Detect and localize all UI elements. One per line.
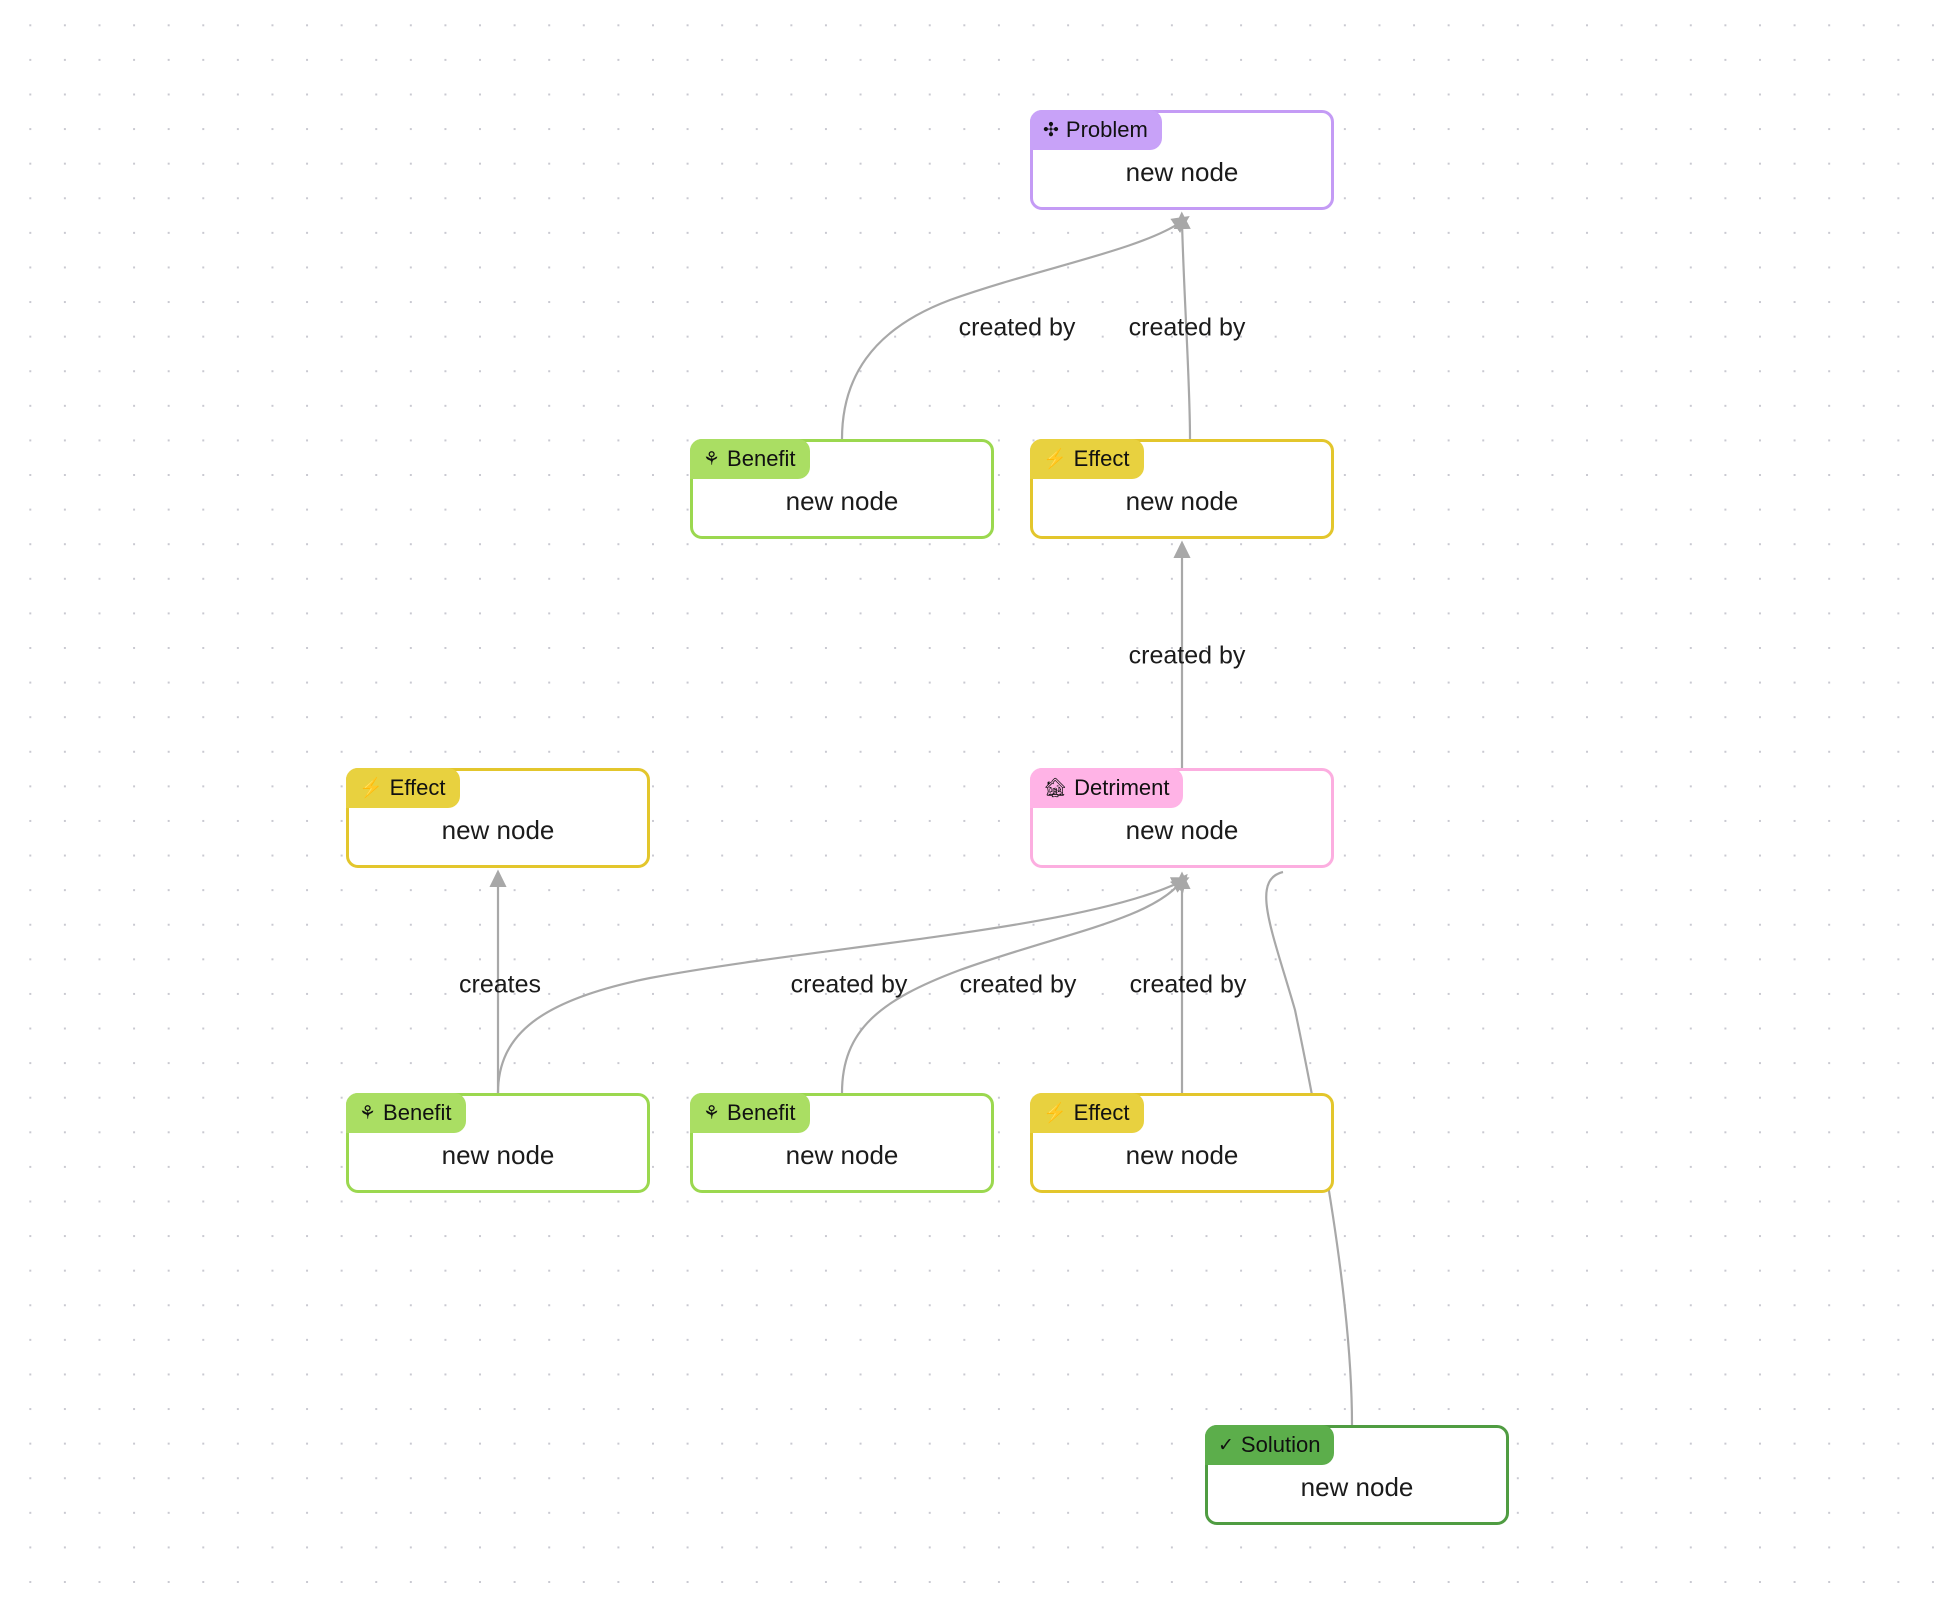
node-benefit-lower-mid[interactable]: ⚘ Benefit new node xyxy=(690,1093,994,1193)
node-title: new node xyxy=(441,1140,555,1170)
node-type-badge: ✓ Solution xyxy=(1205,1425,1335,1465)
node-type-badge: 🏚 Detriment xyxy=(1030,768,1184,808)
node-effect-left[interactable]: ⚡ Effect new node xyxy=(346,768,650,868)
node-title: new node xyxy=(1125,1140,1239,1170)
edge-label-created-by-3[interactable]: created by xyxy=(1128,641,1246,670)
node-type-badge: ✣ Problem xyxy=(1030,110,1162,150)
node-type-label: Detriment xyxy=(1074,775,1170,800)
edge-label-created-by-4[interactable]: created by xyxy=(790,970,908,999)
edge-label-created-by-6[interactable]: created by xyxy=(1129,970,1247,999)
node-type-label: Effect xyxy=(1073,446,1130,471)
node-title: new node xyxy=(785,486,899,516)
node-type-label: Solution xyxy=(1240,1432,1321,1457)
edge-label-creates[interactable]: creates xyxy=(459,970,541,999)
flower-icon: ⚘ xyxy=(703,448,721,470)
check-icon: ✓ xyxy=(1218,1434,1234,1456)
edge-label-created-by-1[interactable]: created by xyxy=(958,313,1076,342)
node-type-badge: ⚘ Benefit xyxy=(690,439,810,479)
edge-label-created-by-5[interactable]: created by xyxy=(959,970,1077,999)
lightning-bolt-icon: ⚡ xyxy=(359,777,383,799)
flooded-house-icon: 🏚 xyxy=(1043,777,1068,799)
lightning-bolt-icon: ⚡ xyxy=(1043,448,1067,470)
node-title: new node xyxy=(785,1140,899,1170)
node-benefit-lower-left[interactable]: ⚘ Benefit new node xyxy=(346,1093,650,1193)
puzzle-piece-icon: ✣ xyxy=(1043,119,1059,141)
node-effect-upper[interactable]: ⚡ Effect new node xyxy=(1030,439,1334,539)
node-type-label: Effect xyxy=(1073,1100,1130,1125)
flower-icon: ⚘ xyxy=(703,1102,721,1124)
node-type-label: Benefit xyxy=(383,1100,452,1125)
node-type-label: Benefit xyxy=(727,1100,796,1125)
node-title: new node xyxy=(1125,157,1239,187)
node-effect-lower[interactable]: ⚡ Effect new node xyxy=(1030,1093,1334,1193)
edge-label-created-by-2[interactable]: created by xyxy=(1128,313,1246,342)
node-detriment[interactable]: 🏚 Detriment new node xyxy=(1030,768,1334,868)
flower-icon: ⚘ xyxy=(359,1102,377,1124)
node-title: new node xyxy=(1300,1472,1414,1502)
node-solution[interactable]: ✓ Solution new node xyxy=(1205,1425,1509,1525)
node-type-badge: ⚡ Effect xyxy=(1030,439,1144,479)
node-type-badge: ⚘ Benefit xyxy=(690,1093,810,1133)
node-title: new node xyxy=(1125,815,1239,845)
node-title: new node xyxy=(1125,486,1239,516)
node-type-label: Problem xyxy=(1065,117,1148,142)
node-benefit-upper[interactable]: ⚘ Benefit new node xyxy=(690,439,994,539)
node-title: new node xyxy=(441,815,555,845)
node-type-badge: ⚡ Effect xyxy=(1030,1093,1144,1133)
node-type-label: Benefit xyxy=(727,446,796,471)
node-type-label: Effect xyxy=(389,775,446,800)
node-type-badge: ⚡ Effect xyxy=(346,768,460,808)
lightning-bolt-icon: ⚡ xyxy=(1043,1102,1067,1124)
node-problem[interactable]: ✣ Problem new node xyxy=(1030,110,1334,210)
node-type-badge: ⚘ Benefit xyxy=(346,1093,466,1133)
